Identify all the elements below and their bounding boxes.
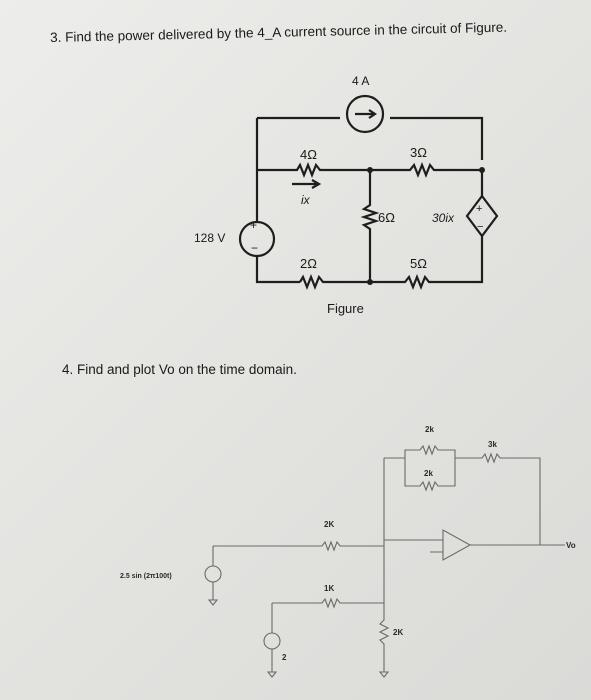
label-2k-top: 2k (425, 425, 434, 434)
label-source: 2.5 sin (2π100t) (120, 573, 172, 580)
label-2K-input: 2K (324, 520, 334, 529)
arrow-icon (355, 109, 377, 119)
resistor-6ohm (360, 170, 380, 282)
ix-arrow-icon (292, 179, 322, 189)
resistor-3ohm (370, 162, 482, 178)
label-2K-ground: 2K (393, 628, 403, 637)
resistor-5ohm (370, 250, 484, 290)
figure-caption: Figure (327, 301, 364, 316)
top-wire (255, 116, 484, 170)
label-ix: ix (301, 193, 311, 207)
op-amp (442, 529, 472, 561)
label-30ix: 30ix (432, 211, 455, 225)
plus-sign: + (250, 218, 257, 232)
label-3k: 3k (488, 440, 497, 449)
resistor-1k (266, 597, 384, 678)
resistor-2k-input (207, 540, 384, 606)
label-4ohm: 4Ω (300, 147, 317, 162)
problem-4-text: 4. Find and plot Vo on the time domain. (62, 362, 297, 377)
dependent-source (465, 170, 499, 250)
sine-source (204, 565, 222, 583)
label-6ohm: 6Ω (378, 210, 395, 225)
resistor-2k-ground (378, 584, 390, 678)
minus-sign: − (251, 241, 258, 255)
label-source-2: 2 (282, 653, 287, 662)
feedback-network (383, 444, 541, 545)
label-4a: 4 A (352, 74, 369, 88)
label-3ohm: 3Ω (410, 145, 427, 160)
label-1K: 1K (324, 584, 334, 593)
dep-plus-sign: + (476, 203, 482, 215)
left-wire (255, 170, 300, 284)
voltage-source-128v (238, 220, 276, 258)
resistor-2ohm (299, 274, 370, 290)
current-source-4a (345, 94, 385, 134)
label-5ohm: 5Ω (410, 256, 427, 271)
op-amp-wires (383, 539, 565, 584)
label-128v: 128 V (194, 231, 225, 245)
resistor-4ohm (257, 162, 370, 178)
second-source (263, 632, 281, 650)
label-2k-mid: 2k (424, 469, 433, 478)
dep-minus-sign: − (477, 221, 483, 233)
label-2ohm: 2Ω (300, 256, 317, 271)
label-vo: Vo (566, 541, 576, 550)
